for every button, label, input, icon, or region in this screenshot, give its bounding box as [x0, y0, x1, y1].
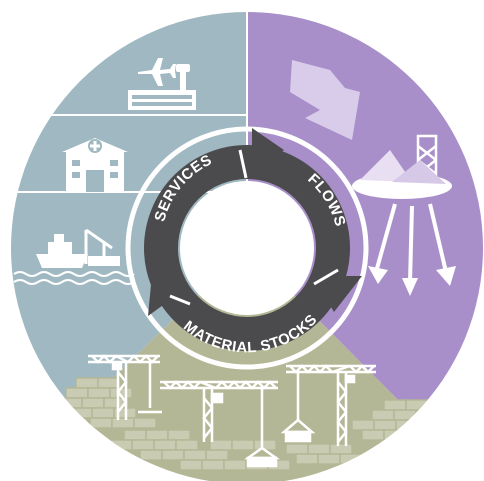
- arrowhead-icon: [148, 274, 184, 316]
- airport-terminal-icon: [128, 90, 196, 110]
- tower-crane-icon: [88, 354, 162, 420]
- tower-crane-icon: [280, 364, 376, 446]
- inflow-arrow-icon: [290, 60, 360, 140]
- waves-icon: [13, 271, 135, 285]
- arrowhead-icon: [312, 276, 362, 312]
- center-circle: [180, 181, 314, 315]
- harbor-crane-icon: [84, 228, 120, 266]
- airplane-icon: [138, 58, 176, 86]
- cargo-ship-icon: [36, 234, 88, 268]
- arrowhead-icon: [252, 128, 284, 176]
- material-piles-icon: [352, 150, 452, 199]
- outflow-arrows-icon: [368, 203, 456, 296]
- control-tower-icon: [176, 64, 190, 90]
- cycle-ring: [144, 128, 362, 351]
- hospital-icon: [62, 138, 128, 192]
- tower-crane-icon: [160, 380, 280, 468]
